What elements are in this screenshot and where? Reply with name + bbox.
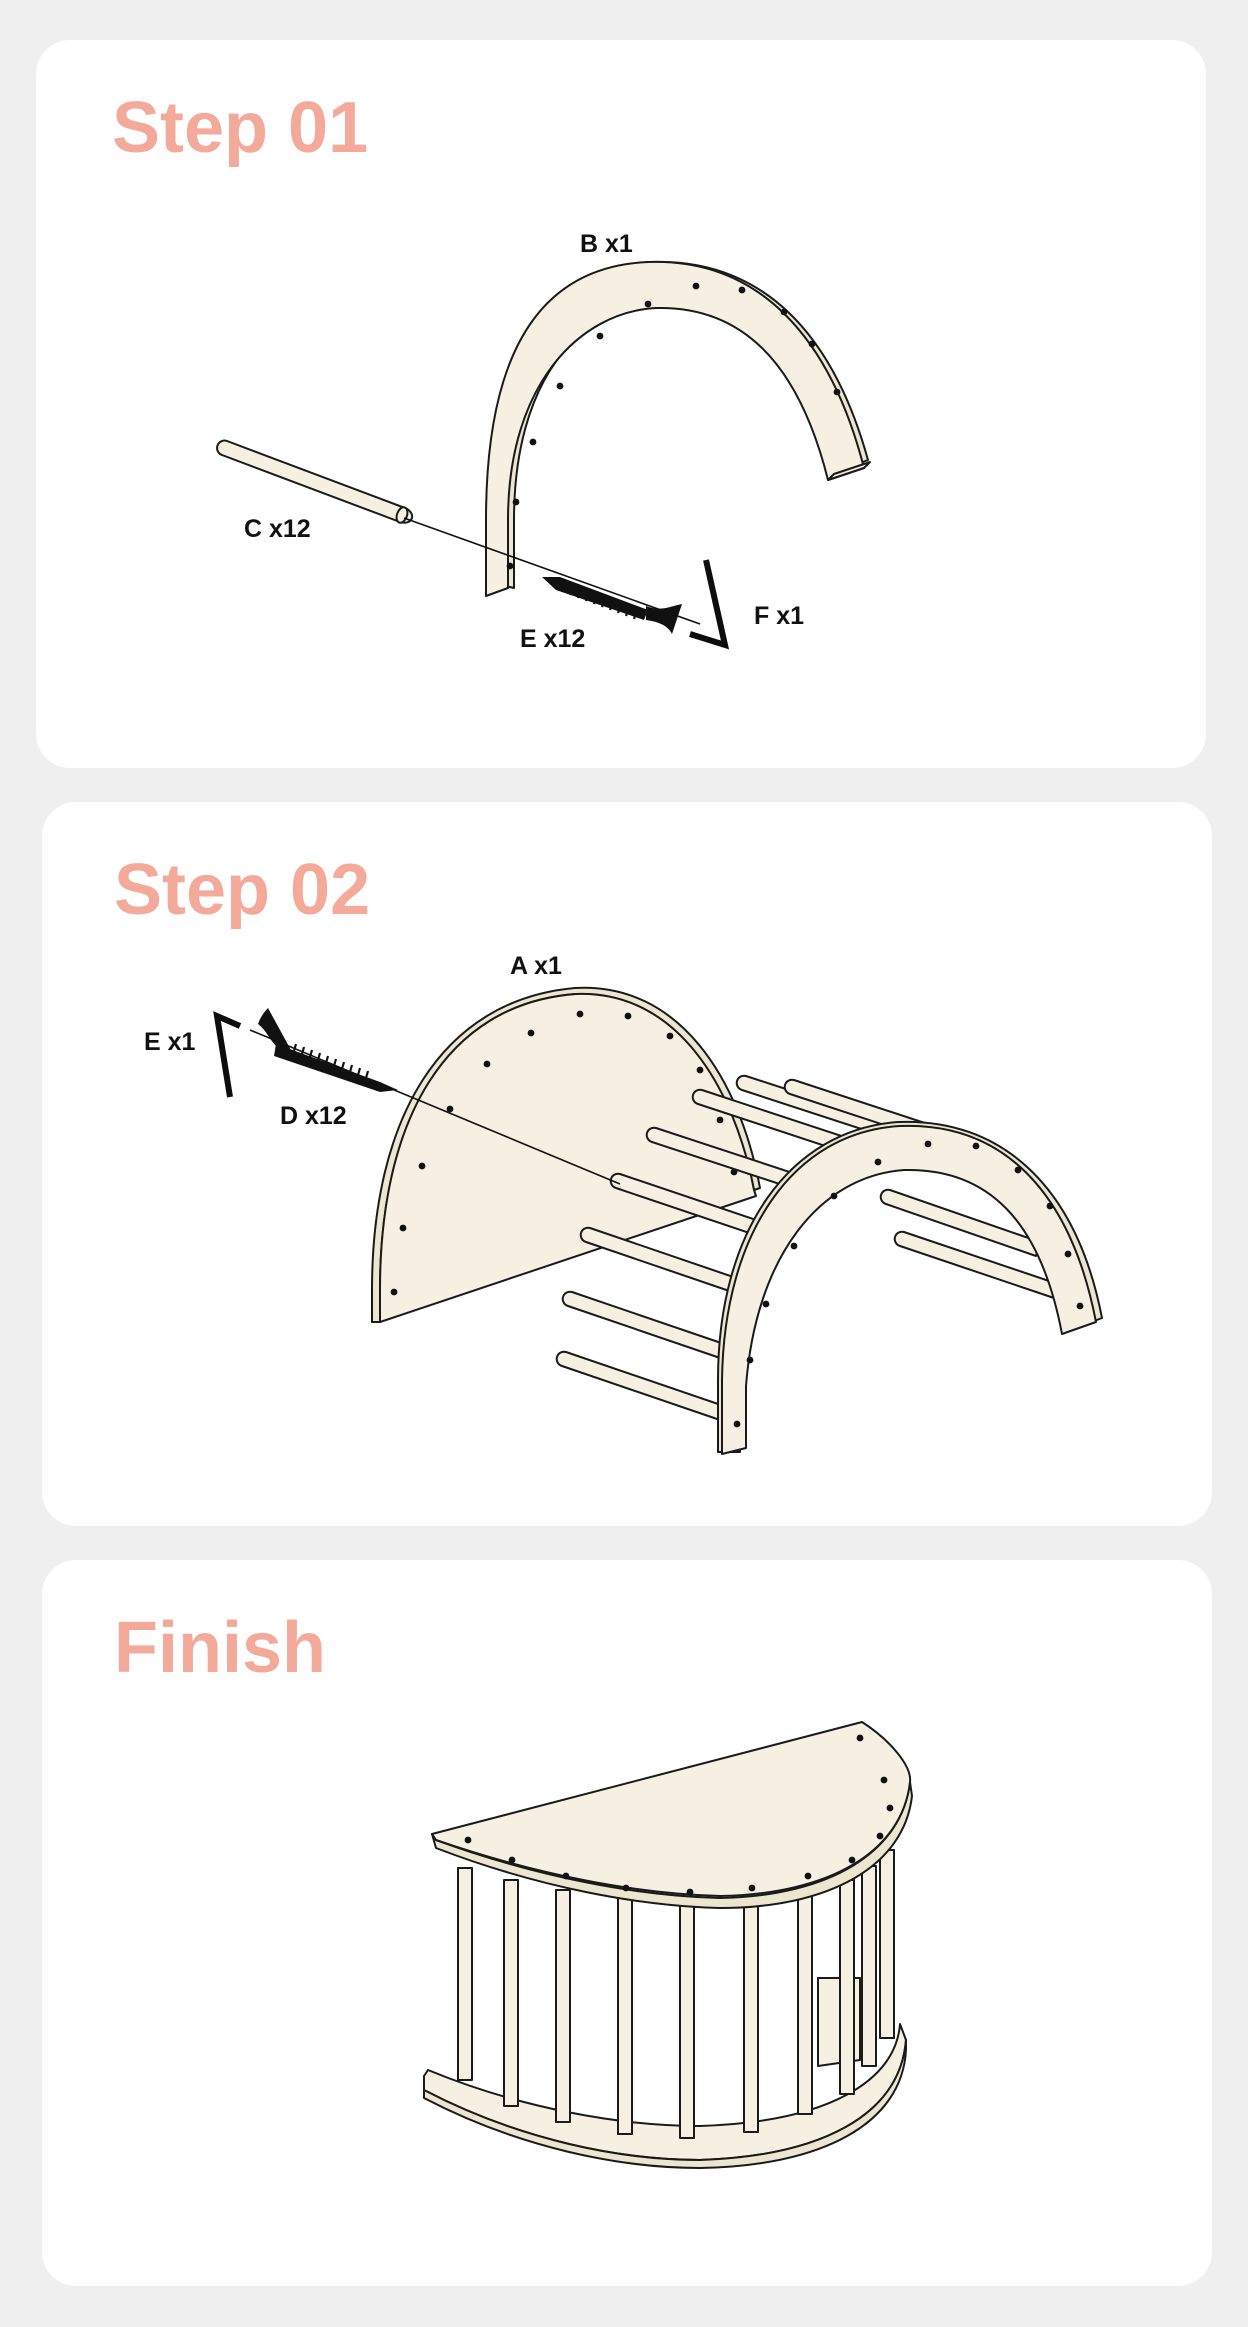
- finish-title: Finish: [114, 1608, 326, 1688]
- finish-bottom-arch-edge: [423, 2039, 907, 2169]
- label-b-x1: B x1: [580, 230, 633, 258]
- step-02-panel: Step 02: [42, 802, 1212, 1526]
- rod-c: [216, 439, 414, 524]
- half-disc-a-holes: [390, 1010, 738, 1296]
- screw-e: [542, 577, 682, 634]
- step-02-title: Step 02: [114, 850, 371, 930]
- assembly-line-1: [403, 517, 701, 625]
- label-d-x12: D x12: [280, 1102, 347, 1130]
- label-c-x12: C x12: [244, 515, 311, 543]
- label-a-x1: A x1: [510, 952, 562, 980]
- step-01-panel: Step 01: [36, 40, 1206, 768]
- label-f-x1: F x1: [754, 602, 804, 630]
- arch-b-face-2: [721, 1124, 1097, 1455]
- step-01-title: Step 01: [112, 88, 369, 168]
- arch-b-holes: [506, 282, 841, 570]
- step-02-illustration: A x1 E x1 D x12: [144, 952, 1103, 1455]
- finish-illustration: [423, 1721, 913, 2169]
- hex-key-e: [213, 1011, 242, 1098]
- label-e-x12: E x12: [520, 625, 585, 653]
- screw-d: [258, 1008, 398, 1092]
- finish-panel: Finish: [42, 1560, 1212, 2286]
- arch-b-end-right: [827, 461, 871, 481]
- finish-top-face: [431, 1721, 912, 1897]
- arch-b-face: [485, 260, 865, 597]
- assembly-line-2: [249, 1029, 621, 1185]
- hex-key-f: [689, 559, 730, 650]
- arch-b-holes-2: [733, 1140, 1084, 1428]
- finish-holes: [464, 1734, 894, 1896]
- label-e-x1: E x1: [144, 1028, 196, 1056]
- step-01-illustration: B x1 C x12 E x12 F x1: [216, 230, 871, 653]
